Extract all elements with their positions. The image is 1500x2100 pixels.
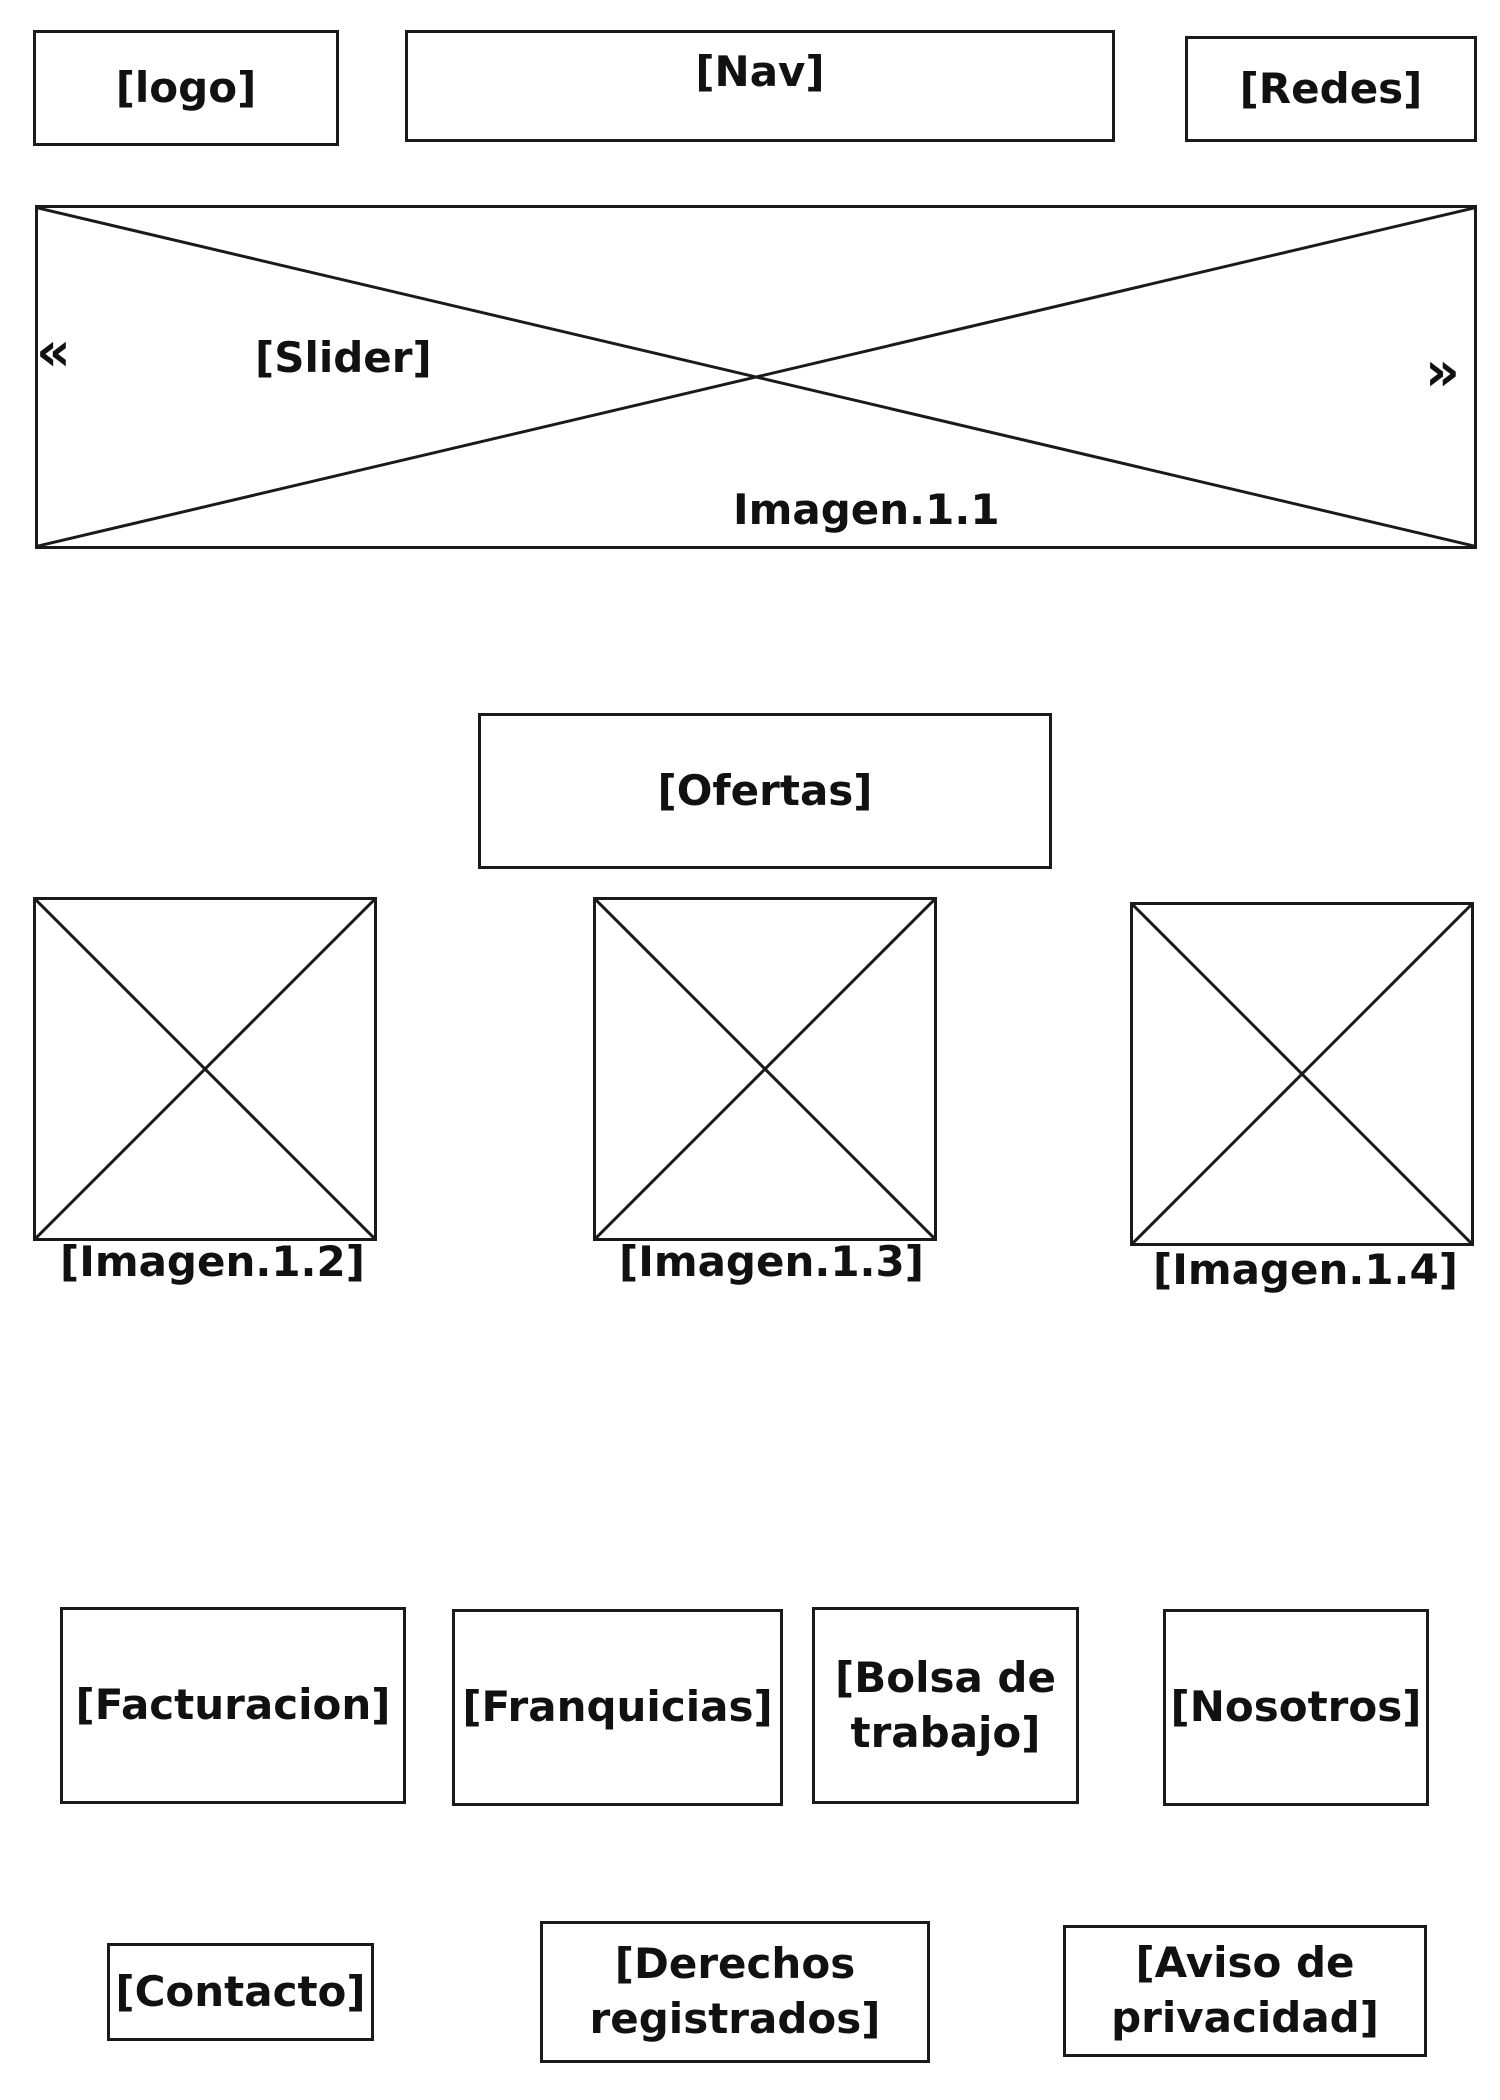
job-board-label-line1: [Bolsa de [835,1652,1056,1702]
offers-heading-box[interactable]: [Ofertas] [478,713,1052,869]
social-links[interactable]: [Redes] [1185,36,1477,142]
double-chevron-right-icon[interactable]: » [1425,340,1460,403]
contact-link-label: [Contacto] [115,1966,366,2016]
job-board-label-line2: trabajo] [850,1707,1041,1757]
nav-label: [Nav] [695,47,825,96]
nav-bar[interactable]: [Nav] [405,30,1115,142]
contact-link-box[interactable]: [Contacto] [107,1943,374,2041]
offer-image-placeholder[interactable] [593,897,937,1241]
slider-image-placeholder [35,205,1477,549]
image-placeholder-cross [1133,905,1471,1243]
image-placeholder-cross [36,900,374,1238]
slider-label: [Slider] [255,333,432,382]
franchises-link-label: [Franquicias] [462,1682,773,1732]
job-board-link-box[interactable]: [Bolsa de trabajo] [812,1607,1079,1804]
copyright-label-line2: registrados] [589,1994,881,2043]
offers-heading: [Ofertas] [657,765,873,815]
logo-label: [logo] [115,62,257,112]
about-us-link-label: [Nosotros] [1170,1682,1422,1732]
image-placeholder-cross [596,900,934,1238]
offer-image-label: [Imagen.1.4] [1153,1245,1458,1294]
billing-link-label: [Facturacion] [75,1680,391,1730]
offer-image-label: [Imagen.1.3] [619,1237,924,1286]
privacy-notice-label-line1: [Aviso de [1135,1938,1355,1988]
franchises-link-box[interactable]: [Franquicias] [452,1609,783,1806]
offer-image-placeholder[interactable] [1130,902,1474,1246]
copyright-box[interactable]: [Derechos registrados] [540,1921,930,2063]
privacy-notice-label-line2: privacidad] [1111,1993,1379,2042]
slider-image-label: Imagen.1.1 [733,485,1000,534]
slider-image-cross [38,208,1474,546]
about-us-link-box[interactable]: [Nosotros] [1163,1609,1429,1806]
offer-image-label: [Imagen.1.2] [60,1237,365,1286]
social-links-label: [Redes] [1239,63,1423,113]
copyright-label-line1: [Derechos [614,1939,856,1989]
double-chevron-left-icon[interactable]: « [36,320,71,383]
privacy-notice-box[interactable]: [Aviso de privacidad] [1063,1925,1427,2057]
offer-image-placeholder[interactable] [33,897,377,1241]
billing-link-box[interactable]: [Facturacion] [60,1607,406,1804]
logo[interactable]: [logo] [33,30,339,146]
